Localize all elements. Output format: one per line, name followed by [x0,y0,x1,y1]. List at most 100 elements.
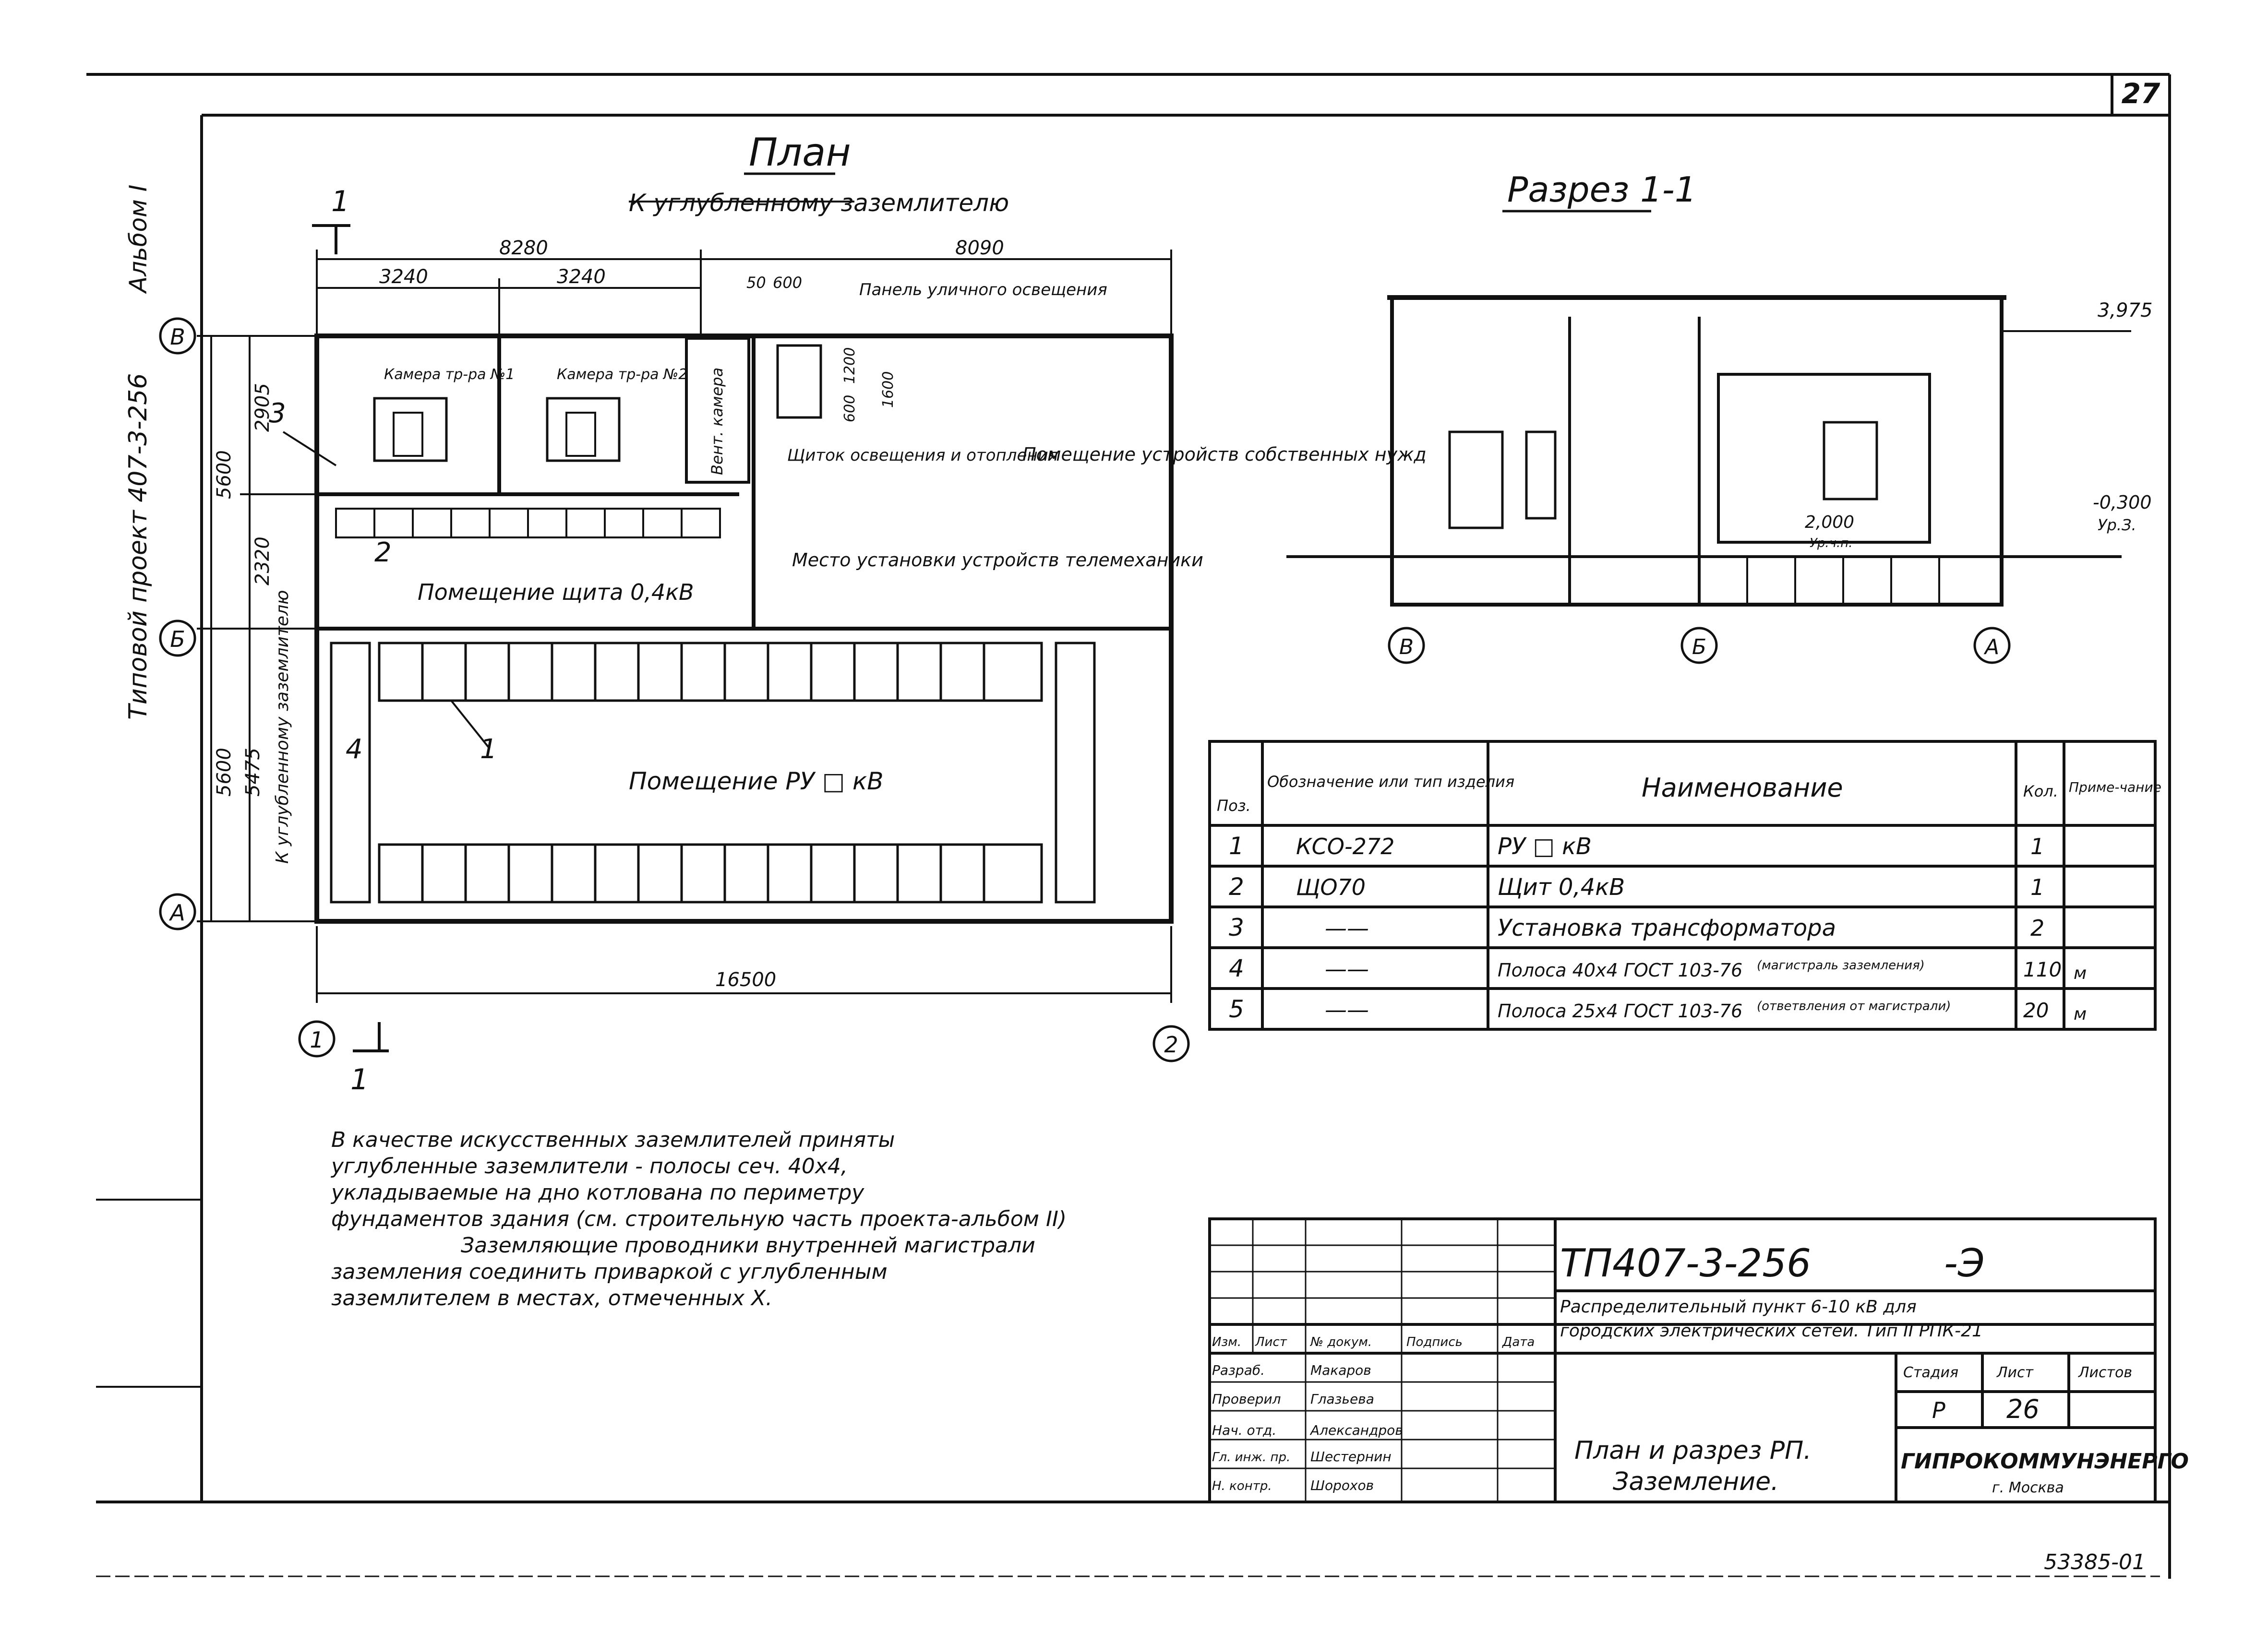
tb-stage-value: Р [1932,1397,1945,1423]
section-mark-bottom: 1 [350,1063,369,1096]
dim-top-right-a: 50 [746,274,766,292]
row-designation: —— [1325,915,1369,941]
tb-role: Разраб. [1212,1362,1265,1378]
tb-header-sign: Подпись [1406,1335,1463,1349]
row-qty: 20 [2023,999,2049,1022]
table-row: 2 ЩО70 Щит 0,4кВ 1 [1229,873,2044,901]
plan-marker-2: 2 [374,537,392,568]
room-cam1: Камера тр-ра №1 [384,366,515,383]
room-telemech: Место установки устройств телемеханики [792,549,1203,571]
note-line: заземления соединить приваркой с углубле… [331,1260,888,1284]
elev-mid: 2,000 [1805,512,1854,532]
tb-header-list: Лист [1255,1335,1287,1349]
dim-left-5600-bot: 5600 [213,748,235,797]
tb-person: Шорохов [1310,1477,1374,1493]
tb-drawing-name-1: План и разрез РП. [1574,1436,1812,1465]
th-name: Наименование [1642,773,1843,803]
callout-deep-earth: К углубленному заземлителю [629,189,1009,217]
note-line: углубленные заземлители - полосы сеч. 40… [330,1154,848,1179]
row-name: Щит 0,4кВ [1498,874,1625,901]
tb-person: Макаров [1310,1362,1371,1378]
row-qty: 1 [2030,834,2044,859]
row-name: РУ □ кВ [1498,833,1592,860]
plan-view: План К углубленному заземлителю 1 1 Каме… [159,130,1427,1096]
axis-row-a: А [168,900,185,926]
row-designation: —— [1325,997,1369,1023]
row-note: м [2074,964,2087,983]
section-axis-a: А [1983,635,1999,659]
elev-top: 3,975 [2098,299,2153,322]
section-axis-b: Б [1692,635,1706,659]
row-designation: КСО-272 [1296,834,1394,859]
dim-overall-width: 16500 [715,969,776,991]
row-designation: ЩО70 [1296,874,1366,900]
note-line: Заземляющие проводники внутренней магист… [461,1233,1035,1258]
plan-marker-3: 3 [269,398,286,429]
th-note: Приме-чание [2069,779,2161,795]
tb-role: Гл. инж. пр. [1212,1450,1290,1465]
room-own-needs: Помещение устройств собственных нужд [1022,444,1427,465]
plan-title: План [749,130,851,175]
room-lighting-board: Щиток освещения и отопления [787,446,1058,465]
tb-org: ГИПРОКОММУНЭНЕРГО [1901,1449,2189,1474]
room-cam2: Камера тр-ра №2 [557,366,687,383]
table-row: 1 КСО-272 РУ □ кВ 1 [1229,832,2044,860]
row-pos: 5 [1229,995,1244,1023]
tb-desc-line2: городских электрических сетей. Тип II РП… [1560,1321,1983,1341]
tb-person: Шестернин [1310,1449,1392,1465]
table-row: 4 —— Полоса 40х4 ГОСТ 103-76 (магистраль… [1229,954,2087,983]
axis-col-1: 1 [310,1027,324,1053]
sheet-frame [86,73,2171,1579]
page-number: 27 [2122,77,2160,110]
row-qty: 1 [2030,874,2044,900]
tb-role: Н. контр. [1212,1479,1272,1493]
tb-role: Проверил [1212,1391,1281,1407]
row-qty: 110 [2023,958,2062,981]
row-name: Полоса 25х4 ГОСТ 103-76 [1498,1001,1742,1022]
row-designation: —— [1325,956,1369,982]
note-line: укладываемые на дно котлована по перимет… [330,1180,864,1205]
tb-header-doc: № докум. [1309,1335,1372,1349]
tb-suffix: -Э [1944,1241,1985,1286]
elev-ground: -0,300 [2093,492,2152,513]
th-qty: Кол. [2023,782,2058,800]
section-title: Разрез 1-1 [1507,169,1697,210]
dim-inner-600: 600 [841,395,858,422]
dim-top-right-total: 8090 [955,237,1004,259]
tb-project-code: ТП407-3-256 [1560,1241,1811,1286]
row-name-sub: (магистраль заземления) [1757,958,1925,973]
tb-desc-line1: Распределительный пункт 6-10 кВ для [1560,1297,1917,1317]
row-note: м [2074,1004,2087,1024]
tb-city: г. Москва [1992,1479,2064,1496]
callout-deep-earth-vertical: К углубленному заземлителю [273,590,292,864]
tb-sheet-label: Лист [1996,1364,2034,1381]
row-name-sub: (ответвления от магистрали) [1757,999,1951,1013]
dim-left-2905: 2905 [252,383,274,432]
row-pos: 4 [1229,954,1244,982]
dim-left-5475: 5475 [242,748,264,797]
row-pos: 3 [1229,914,1244,941]
tb-role: Нач. отд. [1212,1422,1276,1438]
tb-person: Александров [1309,1422,1403,1438]
tb-header-date: Дата [1502,1335,1535,1349]
tb-person: Глазьева [1310,1391,1374,1407]
elev-mid-sub: Ур.ч.п. [1810,536,1853,550]
row-pos: 1 [1229,832,1244,860]
dim-top-right-b: 600 [773,274,802,292]
side-project-label: Типовой проект 407-3-256 [124,373,153,720]
title-block: ТП407-3-256 -Э Распределительный пункт 6… [1208,1217,2189,1503]
room-vent: Вент. камера [708,368,726,475]
room-panel-street-light: Панель уличного освещения [859,280,1107,299]
th-pos: Поз. [1217,797,1251,815]
elev-ground-sub: Ур.З. [2098,516,2136,534]
axis-col-2: 2 [1164,1032,1178,1058]
table-row: 3 —— Установка трансформатора 2 [1229,914,2044,941]
plan-marker-4: 4 [346,734,363,765]
dim-top-left-total: 8280 [499,237,548,259]
section-axis-v: В [1399,635,1414,659]
dim-top-left-b: 3240 [557,266,606,288]
row-pos: 2 [1229,873,1244,901]
spec-table: Поз. Обозначение или тип изделия Наимено… [1208,740,2161,1031]
note-line: В качестве искусственных заземлителей пр… [331,1128,895,1152]
